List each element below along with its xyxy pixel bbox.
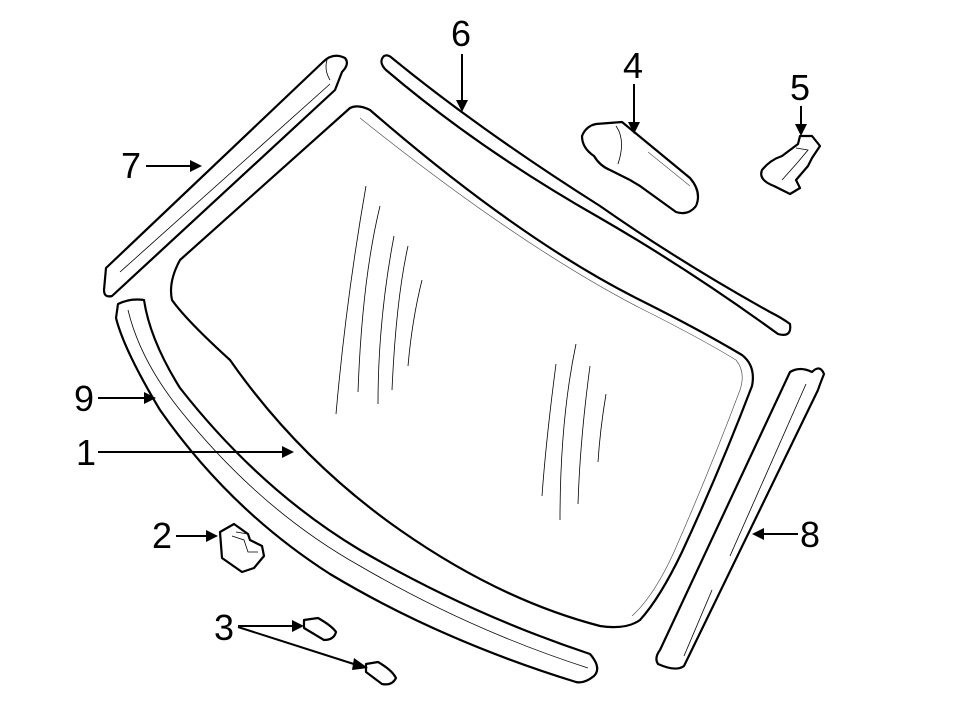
callout-1: 1: [76, 432, 97, 473]
leader-lines: [98, 54, 807, 670]
part-4-end-cap[interactable]: [580, 120, 700, 215]
part-6-upper-molding[interactable]: [380, 54, 792, 336]
callout-2: 2: [152, 515, 173, 556]
callout-9: 9: [74, 378, 95, 419]
part-7-left-pillar-molding[interactable]: [102, 54, 349, 298]
callout-8: 8: [800, 514, 821, 555]
part-2-clip[interactable]: [218, 522, 266, 574]
callout-6: 6: [451, 13, 472, 54]
part-3-spacer-upper[interactable]: [302, 616, 338, 642]
part-5-clip[interactable]: [760, 134, 822, 196]
part-1-windshield-glass[interactable]: [169, 105, 754, 629]
part-3-spacer-lower[interactable]: [364, 660, 398, 686]
callout-7: 7: [121, 145, 142, 186]
callout-3: 3: [214, 607, 235, 648]
part-8-right-pillar-molding[interactable]: [655, 367, 826, 670]
part-9-lower-molding[interactable]: [114, 298, 599, 684]
callout-5: 5: [790, 67, 811, 108]
callout-4: 4: [623, 45, 644, 86]
